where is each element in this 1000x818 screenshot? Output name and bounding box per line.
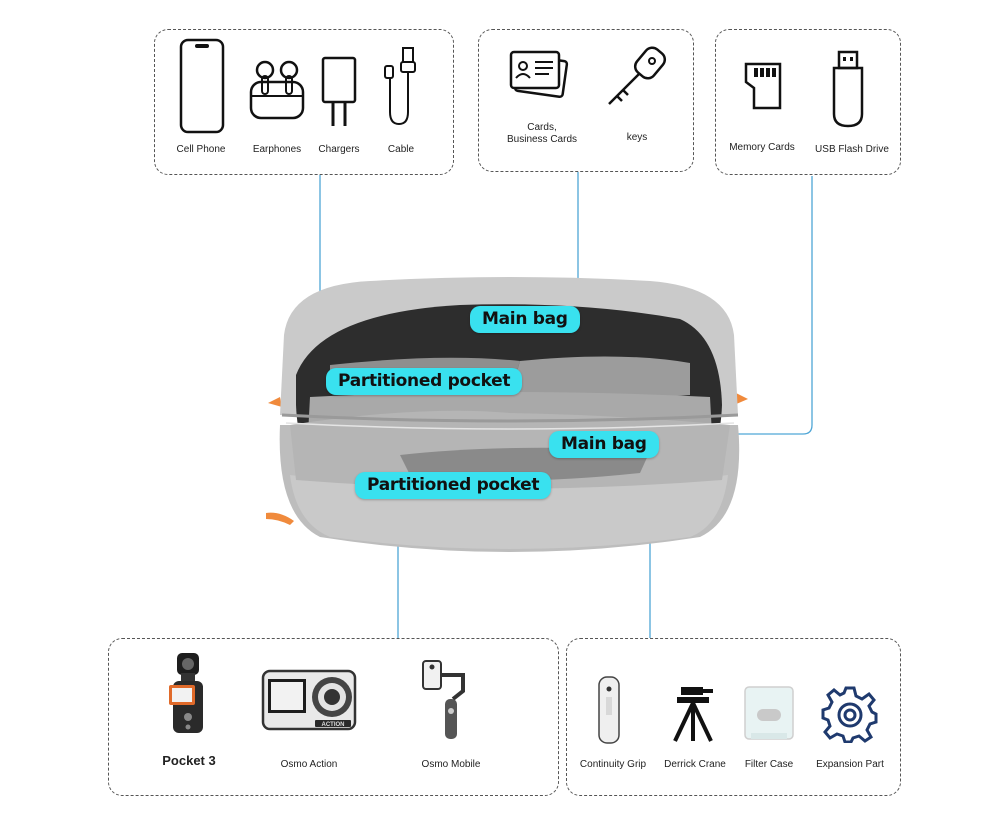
osmo-action-label: Osmo Action bbox=[280, 759, 338, 770]
charger-label: Chargers bbox=[318, 144, 360, 155]
filter-case-item bbox=[743, 685, 795, 743]
cell-phone-icon bbox=[179, 38, 225, 134]
grip-item bbox=[595, 673, 625, 747]
derrick-crane-label: Derrick Crane bbox=[664, 759, 726, 770]
id-card-icon bbox=[509, 50, 569, 99]
continuity-grip-label: Continuity Grip bbox=[579, 759, 647, 770]
action-camera-item: ACTION bbox=[261, 669, 357, 731]
usb-drive-icon bbox=[832, 50, 864, 128]
tripod-item bbox=[667, 683, 723, 743]
cards-label: Cards, bbox=[527, 122, 557, 133]
filter-case-label: Filter Case bbox=[744, 759, 794, 770]
memory-card-icon bbox=[744, 62, 782, 110]
tag-partitioned-pocket-upper: Partitioned pocket bbox=[326, 368, 523, 395]
tag-partitioned-pocket-lower: Partitioned pocket bbox=[355, 472, 552, 499]
bottom-left-box: Pocket 3 ACTION Osmo Action Osmo Mobile bbox=[108, 638, 559, 796]
tag-main-bag-lower: Main bag bbox=[549, 431, 659, 458]
leader-line-main-bag-lower bbox=[478, 176, 813, 435]
charger-icon bbox=[321, 56, 357, 126]
gear-icon bbox=[821, 686, 878, 743]
zipper-pull-left bbox=[268, 397, 282, 407]
grip-icon bbox=[598, 676, 620, 744]
expansion-part-label: Expansion Part bbox=[816, 759, 884, 770]
tag-main-bag-upper: Main bag bbox=[470, 306, 580, 333]
pocket-3-label: Pocket 3 bbox=[162, 753, 216, 768]
filter-case-icon bbox=[744, 686, 794, 740]
cable-icon bbox=[384, 47, 416, 126]
action-device-text: ACTION bbox=[322, 722, 345, 728]
cell-phone-label: Cell Phone bbox=[176, 144, 226, 155]
gimbal-item bbox=[417, 657, 483, 743]
business-cards-label: Business Cards bbox=[506, 134, 578, 145]
action-camera-icon: ACTION bbox=[261, 669, 357, 731]
top-right-box: Memory Cards USB Flash Drive bbox=[715, 29, 901, 175]
osmo-mobile-label: Osmo Mobile bbox=[421, 759, 481, 770]
id-card-item bbox=[507, 46, 569, 102]
gimbal-icon bbox=[422, 660, 465, 739]
zipper-pull-bottom bbox=[266, 512, 294, 525]
zipper-pull-right bbox=[734, 393, 748, 405]
top-left-box: Cell Phone Earphones Chargers Cable bbox=[154, 29, 454, 175]
key-item bbox=[603, 44, 671, 110]
cell-phone-item bbox=[177, 38, 227, 136]
earphones-label: Earphones bbox=[252, 144, 302, 155]
cable-item bbox=[381, 46, 421, 128]
earphones-icon bbox=[249, 60, 305, 120]
keys-label: keys bbox=[626, 132, 648, 143]
memory-card-item bbox=[742, 60, 784, 112]
usb-flash-drive-label: USB Flash Drive bbox=[815, 144, 889, 155]
charger-item bbox=[319, 56, 359, 132]
memory-cards-label: Memory Cards bbox=[729, 142, 795, 153]
pocket-camera-icon bbox=[169, 653, 203, 733]
earphones-item bbox=[243, 52, 311, 124]
pocket-camera-item bbox=[163, 651, 211, 737]
bottom-right-box: Continuity Grip Derrick Crane Filter Cas… bbox=[566, 638, 901, 796]
usb-drive-item bbox=[828, 50, 868, 128]
key-icon bbox=[608, 46, 667, 105]
top-middle-box: Cards, Business Cards keys bbox=[478, 29, 694, 172]
cable-label: Cable bbox=[387, 144, 415, 155]
tripod-icon bbox=[673, 687, 713, 742]
expansion-part-item bbox=[821, 685, 879, 743]
